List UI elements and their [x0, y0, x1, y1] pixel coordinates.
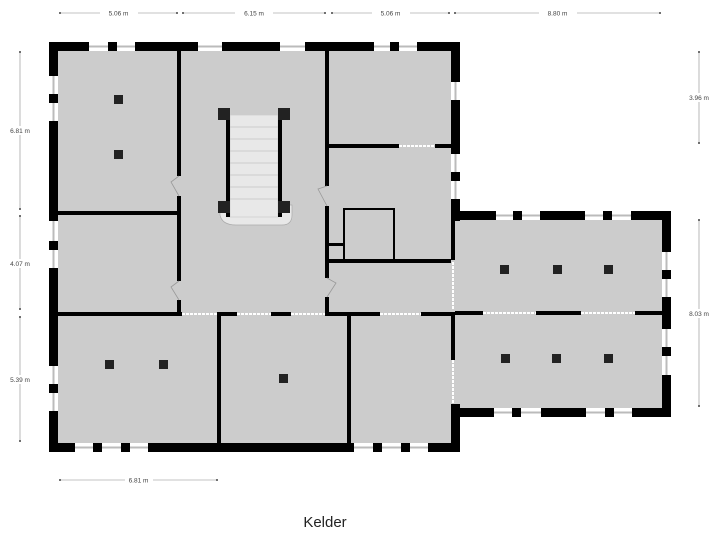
dim-bottom-1: 6.81 m	[129, 478, 149, 485]
dim-top-3: 5.06 m	[381, 11, 401, 18]
exterior-walls	[49, 42, 671, 452]
dim-top-2: 6.15 m	[244, 11, 264, 18]
dimension-ticks	[19, 12, 700, 481]
dimension-left: 6.81 m 4.07 m 5.39 m	[8, 52, 32, 441]
door-swings	[170, 175, 337, 301]
interior-walls	[58, 51, 662, 443]
staircase	[218, 108, 293, 226]
dim-top-1: 5.06 m	[109, 11, 129, 18]
dim-top-4: 8.80 m	[548, 11, 568, 18]
dimension-top: 5.06 m 6.15 m 5.06 m 8.80 m	[60, 9, 660, 18]
windows	[52, 45, 668, 449]
dimension-bottom: 6.81 m	[60, 476, 217, 485]
dim-left-2: 4.07 m	[10, 261, 30, 268]
dim-left-1: 6.81 m	[10, 128, 30, 135]
columns	[105, 95, 613, 383]
dim-left-3: 5.39 m	[10, 377, 30, 384]
openings	[182, 145, 635, 404]
dim-right-1: 3.96 m	[689, 95, 709, 102]
dimension-right: 3.96 m 8.03 m	[687, 52, 711, 406]
floor-areas	[58, 51, 662, 443]
dim-right-2: 8.03 m	[689, 311, 709, 318]
floor-title: Kelder	[303, 514, 347, 531]
